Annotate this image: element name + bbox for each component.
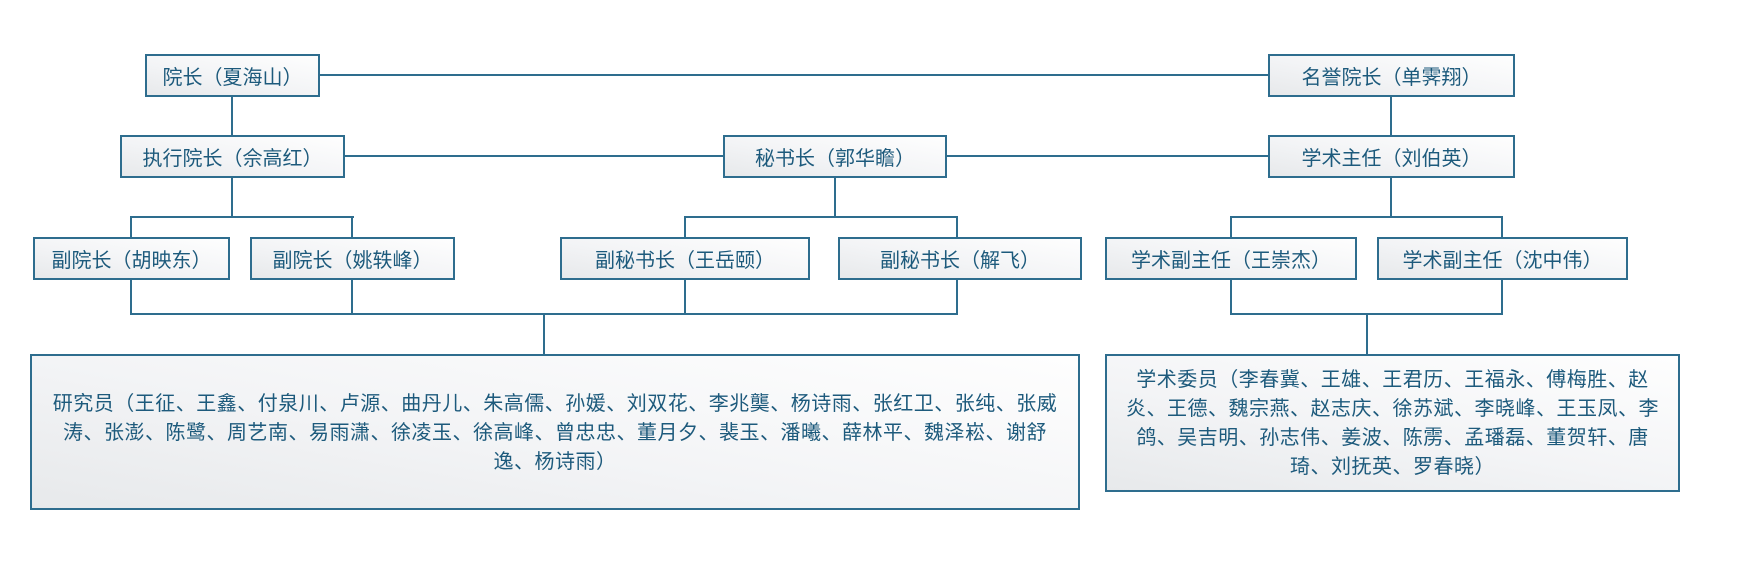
connector-vice-dean-bar xyxy=(130,216,354,218)
node-vice-dean-1: 副院长（胡映东） xyxy=(33,237,230,280)
connector-executive-secretary xyxy=(345,155,723,157)
connector-vice-dean-2-stub xyxy=(351,216,353,237)
connector-dean-honorary xyxy=(320,74,1268,76)
connector-deputy-secretary-bar xyxy=(684,216,958,218)
connector-dean-executive xyxy=(231,97,233,135)
connector-committee-drop xyxy=(1366,313,1368,354)
connector-executive-drop xyxy=(231,178,233,218)
node-executive-dean: 执行院长（佘高红） xyxy=(120,135,345,178)
connector-researchers-stub-3 xyxy=(684,280,686,315)
connector-deputy-academic-2-stub xyxy=(1501,216,1503,237)
connector-deputy-secretary-2-stub xyxy=(956,216,958,237)
connector-secretary-academic xyxy=(947,155,1268,157)
connector-researchers-drop xyxy=(543,313,545,354)
node-deputy-secretary-1: 副秘书长（王岳颐） xyxy=(560,237,810,280)
connector-deputy-academic-bar xyxy=(1230,216,1503,218)
node-honorary-dean: 名誉院长（单霁翔） xyxy=(1268,54,1515,97)
node-researchers: 研究员（王征、王鑫、付泉川、卢源、曲丹儿、朱高儒、孙媛、刘双花、李兆龑、杨诗雨、… xyxy=(30,354,1080,510)
connector-deputy-secretary-1-stub xyxy=(684,216,686,237)
connector-secretary-drop xyxy=(834,178,836,218)
connector-academic-drop xyxy=(1390,178,1392,218)
node-deputy-academic-director-2: 学术副主任（沈中伟） xyxy=(1377,237,1628,280)
connector-deputy-academic-1-stub xyxy=(1230,216,1232,237)
node-deputy-academic-director-1: 学术副主任（王崇杰） xyxy=(1105,237,1357,280)
node-vice-dean-2: 副院长（姚轶峰） xyxy=(250,237,455,280)
connector-researchers-stub-4 xyxy=(956,280,958,315)
connector-committee-stub-2 xyxy=(1501,280,1503,315)
node-academic-committee: 学术委员（李春冀、王雄、王君历、王福永、傅梅胜、赵炎、王德、魏宗燕、赵志庆、徐苏… xyxy=(1105,354,1680,492)
connector-honorary-academic xyxy=(1390,97,1392,135)
connector-vice-dean-1-stub xyxy=(130,216,132,237)
node-dean: 院长（夏海山） xyxy=(145,54,320,97)
node-deputy-secretary-2: 副秘书长（解飞） xyxy=(838,237,1082,280)
connector-committee-stub-1 xyxy=(1230,280,1232,315)
node-secretary-general: 秘书长（郭华瞻） xyxy=(723,135,947,178)
connector-researchers-stub-2 xyxy=(351,280,353,315)
connector-researchers-stub-1 xyxy=(130,280,132,315)
node-academic-director: 学术主任（刘伯英） xyxy=(1268,135,1515,178)
